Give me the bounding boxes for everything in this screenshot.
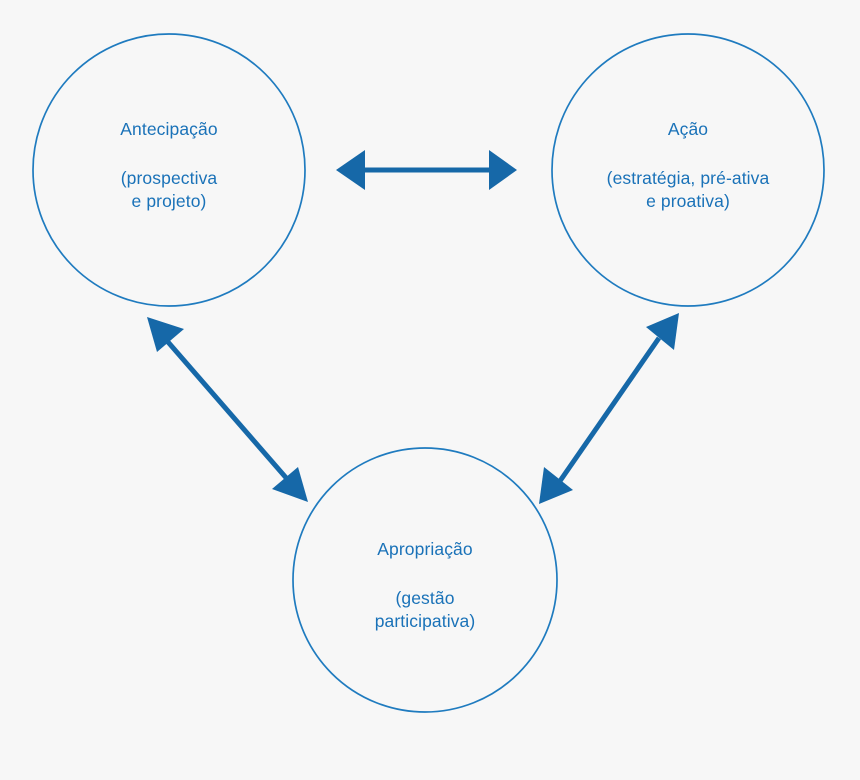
arrowhead-upper-right bbox=[646, 313, 679, 350]
arrowhead-lower-left bbox=[539, 467, 573, 504]
connector-shaft bbox=[360, 167, 493, 173]
circle-acao[interactable] bbox=[551, 33, 825, 307]
connector-antecipacao-apropriacao[interactable] bbox=[147, 317, 308, 502]
circle-antecipacao[interactable] bbox=[32, 33, 306, 307]
arrowhead-right bbox=[489, 150, 517, 190]
connector-shaft bbox=[166, 340, 290, 482]
connector-shaft bbox=[557, 336, 662, 483]
circle-apropriacao[interactable] bbox=[292, 447, 558, 713]
arrowhead-upper-left bbox=[147, 317, 184, 352]
connector-antecipacao-acao[interactable] bbox=[336, 150, 517, 190]
connector-apropriacao-acao[interactable] bbox=[539, 313, 679, 504]
arrowhead-left bbox=[336, 150, 365, 190]
arrowhead-lower-right bbox=[272, 467, 308, 502]
